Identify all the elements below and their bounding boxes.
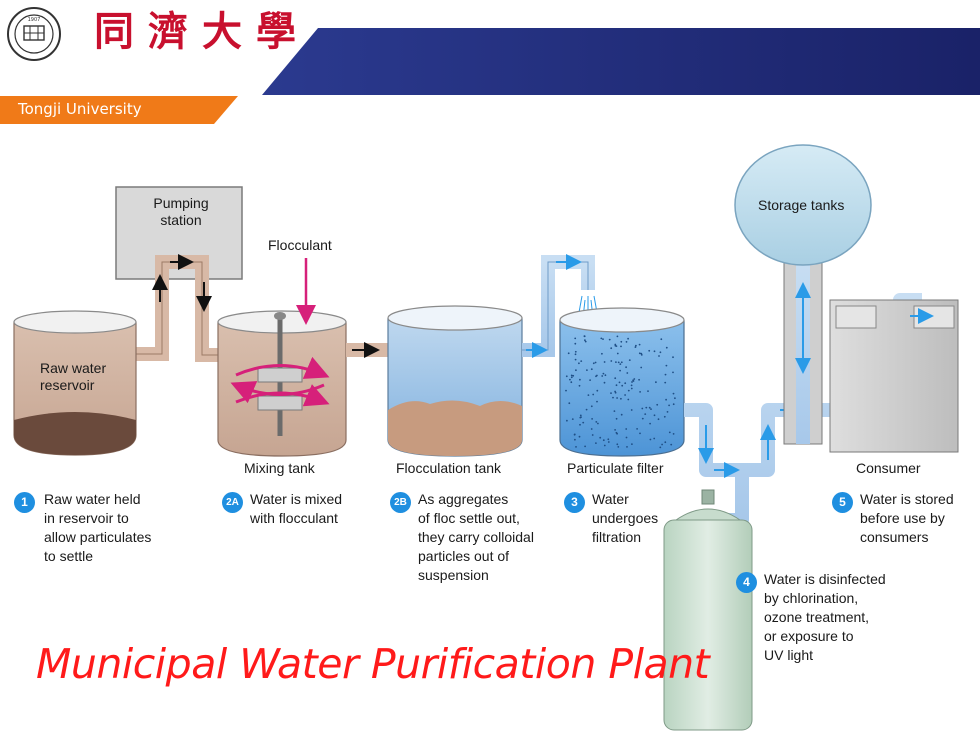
header-band [262, 28, 980, 95]
flocculant-label: Flocculant [268, 237, 332, 253]
step-badge: 3 [564, 492, 585, 513]
step-badge: 2B [390, 492, 411, 513]
mixing-tank-label: Mixing tank [244, 460, 315, 476]
disinfectant-cylinder [663, 519, 753, 731]
storage-tanks-label: Storage tanks [758, 197, 845, 213]
flocculation-tank-label: Flocculation tank [396, 460, 502, 476]
university-name-en: Tongji University [18, 100, 142, 118]
svg-text:1907: 1907 [28, 17, 41, 23]
university-seal-logo: 1907 [7, 7, 61, 61]
consumer-label: Consumer [856, 460, 921, 476]
particulate-filter-label: Particulate filter [567, 460, 664, 476]
orange-tab [0, 96, 238, 124]
step-badge: 1 [14, 492, 35, 513]
step-badge: 5 [832, 492, 853, 513]
slide-title: Municipal Water Purification Plant [36, 640, 710, 688]
university-name-cn: 同濟大學 [94, 8, 310, 55]
step-badge: 4 [736, 572, 757, 593]
storage-tank-sphere [734, 144, 872, 266]
step-badge: 2A [222, 492, 243, 513]
